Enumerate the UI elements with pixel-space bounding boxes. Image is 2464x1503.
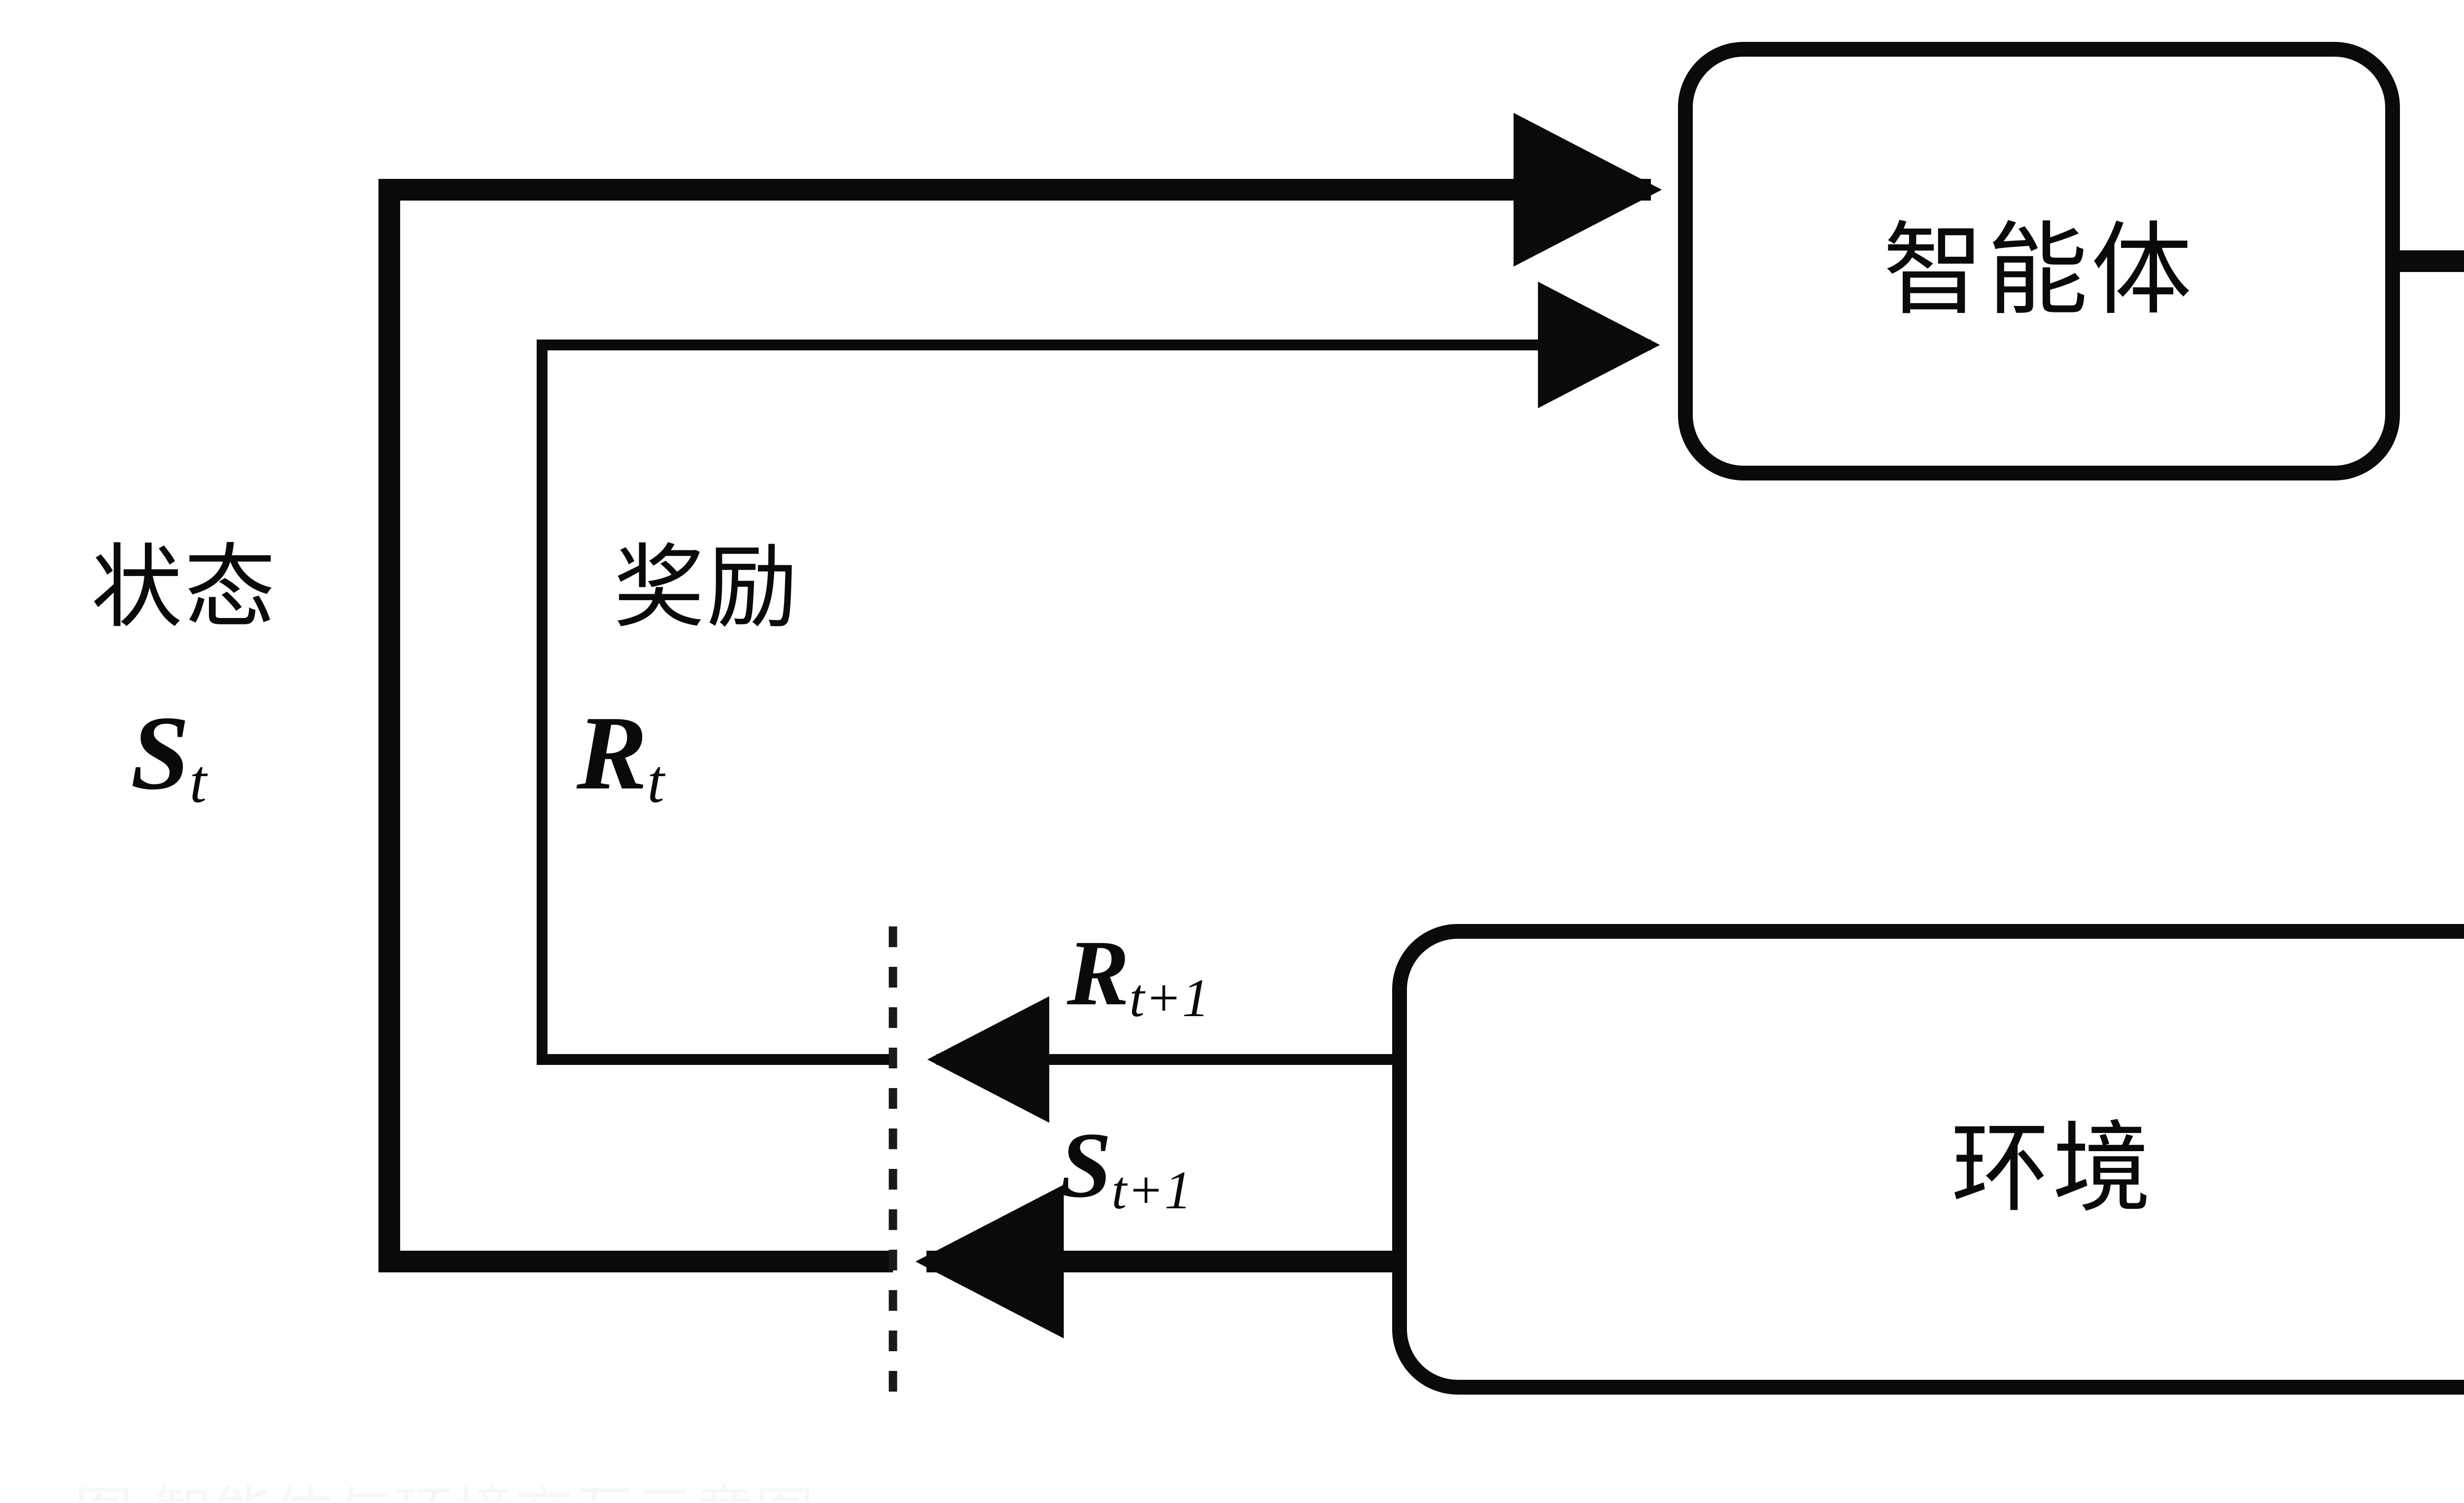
state-label-symbol: St [131, 700, 207, 812]
reward-next-subscript: t+1 [1129, 968, 1210, 1028]
state-symbol-base: S [131, 694, 190, 812]
reward-next-label: Rt+1 [1067, 926, 1210, 1025]
state-next-label: St+1 [1060, 1119, 1192, 1217]
reward-next-base: R [1067, 922, 1129, 1025]
edge-reward-to-agent [537, 281, 1660, 1065]
agent-box-label: 智能体 [1685, 49, 2393, 473]
reward-label-word: 奖励 [614, 534, 800, 641]
state-label-word: 状态 [91, 534, 277, 641]
environment-box-label: 环境 [1400, 931, 2464, 1387]
state-symbol-subscript: t [189, 747, 207, 816]
state-next-base: S [1060, 1114, 1112, 1217]
reward-label-symbol: Rt [577, 700, 665, 812]
state-next-subscript: t+1 [1111, 1160, 1193, 1221]
reward-symbol-subscript: t [647, 747, 665, 816]
edge-state-to-agent [378, 112, 1662, 1272]
reward-symbol-base: R [577, 694, 648, 812]
figure-caption: 图 智能体与环境交互示意图 [74, 1466, 1749, 1502]
agent-title-text: 智能体 [1883, 211, 2195, 329]
environment-title-text: 环境 [1951, 1111, 2154, 1226]
environment-box[interactable] [1392, 924, 2464, 1395]
